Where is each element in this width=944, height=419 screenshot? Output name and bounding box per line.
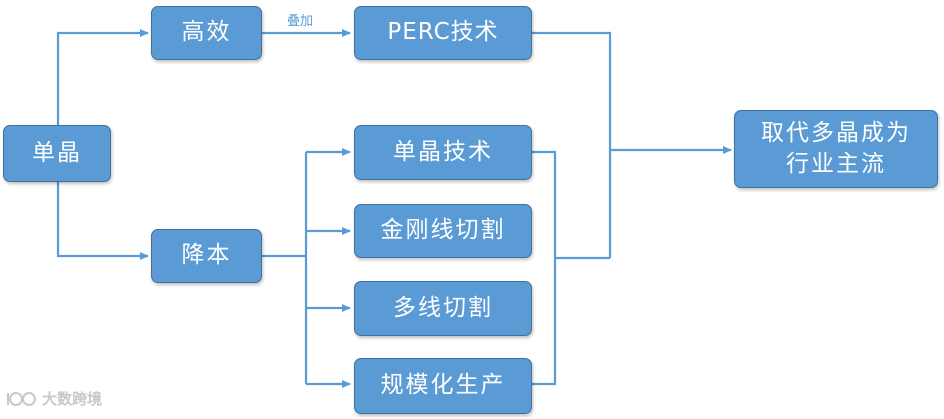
node-perc-label: PERC技术 (387, 19, 499, 46)
connector-perc-merge (532, 31, 612, 258)
watermark-text: 大数跨境 (42, 390, 103, 408)
connector-danjing-gaoxiao (56, 29, 149, 125)
node-jiangben: 降本 (151, 229, 262, 283)
bracket-right-collector (532, 150, 557, 386)
node-jingang-label: 金刚线切割 (380, 217, 506, 244)
node-duoxian-label: 多线切割 (393, 294, 493, 321)
node-danjing-jishu-label: 单晶技术 (393, 138, 493, 165)
node-result-line1: 取代多晶成为 (761, 119, 911, 146)
node-jiangben-label: 降本 (181, 242, 232, 269)
node-danjing-label: 单晶 (32, 139, 82, 166)
node-gaoxiao: 高效 (151, 6, 262, 60)
node-result: 取代多晶成为 行业主流 (734, 110, 938, 188)
node-danjing-jishu: 单晶技术 (354, 125, 532, 180)
edge-label-gaoxiao-perc: 叠加 (287, 14, 314, 29)
node-perc: PERC技术 (354, 6, 532, 60)
connector-danjing-jiangben (56, 182, 149, 260)
node-jingang: 金刚线切割 (354, 204, 532, 258)
node-duoxian: 多线切割 (354, 281, 532, 336)
node-danjing: 单晶 (3, 125, 111, 182)
node-guimo-label: 规模化生产 (380, 372, 506, 399)
node-guimo: 规模化生产 (354, 358, 532, 414)
node-result-line2: 行业主流 (786, 151, 886, 177)
node-gaoxiao-label: 高效 (181, 19, 232, 46)
watermark: 大数跨境 (6, 388, 102, 409)
brand-logo-icon (7, 391, 36, 406)
